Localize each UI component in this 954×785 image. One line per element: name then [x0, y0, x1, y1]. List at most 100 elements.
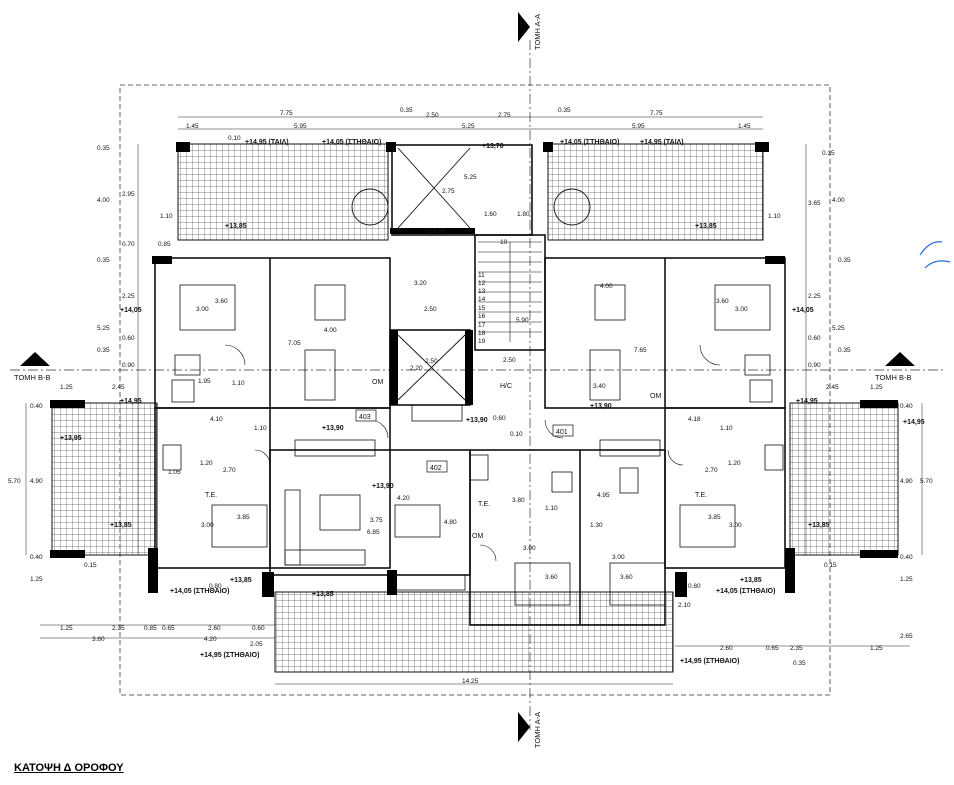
label-te-mid: T.E.	[478, 501, 490, 508]
dim-room-120-right: 1.20	[728, 460, 741, 467]
section-bb-right-label: ΤΟΜΗ Β-Β	[875, 373, 912, 382]
stair-step-numbers: 10 11 12 13 14 15 16 17 18 19	[478, 239, 508, 345]
level-bottom-right: +14,95 (ΣΤΗΘΑΙΟ)	[680, 658, 739, 665]
dim-left-085: 0.85	[158, 241, 171, 248]
dim-room-495: 4.95	[597, 492, 610, 499]
dim-bot-235-left: 2.35	[112, 625, 125, 632]
level-ver-bm-center: +13,85	[312, 591, 334, 598]
label-om-mid: OM	[472, 533, 483, 540]
dim-room-250: 2.50	[424, 306, 437, 313]
dim-room-110c: 1.10	[720, 425, 733, 432]
dim-bb-125-left: 1.25	[60, 384, 73, 391]
dim-bot-125-left: 1.25	[60, 625, 73, 632]
stair-flight	[478, 241, 542, 342]
label-te-right: T.E.	[695, 492, 707, 499]
level-sill-bottom-right: +14,05 (ΣΤΗΘΑΙΟ)	[716, 588, 775, 595]
dim-top-595-right: 5.95	[632, 123, 645, 130]
section-bb-left-mark	[20, 352, 50, 366]
section-aa-top-mark	[518, 12, 530, 42]
dim-bot-235-right: 2.35	[790, 645, 803, 652]
dim-room-400-left: 4.00	[324, 327, 337, 334]
dim-bot-420: 4.20	[204, 636, 217, 643]
dim-room-300-m: 3.00	[523, 545, 536, 552]
dim-top-775-right: 7.75	[650, 110, 663, 117]
dim-left-225: 2.25	[122, 293, 135, 300]
level-corner-left2: +13,95	[60, 435, 82, 442]
dim-top-525: 5.25	[462, 123, 475, 130]
unit-401-label: 401	[556, 429, 568, 436]
level-corner-right: +14,95	[796, 398, 818, 405]
dim-right-060: 0.60	[808, 335, 821, 342]
dim-right-400: 4.00	[832, 197, 845, 204]
dim-room-250c: 2.50	[503, 357, 516, 364]
unit-402-label: 402	[430, 465, 442, 472]
dim-right-365: 3.65	[808, 200, 821, 207]
terrace-bottom	[274, 591, 674, 673]
lift-shafts	[397, 147, 471, 401]
label-te-left: T.E.	[205, 492, 217, 499]
level-sill-left: +14,05 (ΣΤΗΘΑΙΟ)	[322, 139, 381, 146]
level-ver-bm-right: +13,85	[740, 577, 762, 584]
dim-top-275: 2.75	[498, 112, 511, 119]
pen-sketch-mark	[919, 241, 951, 269]
dim-room-220: 2.20	[410, 365, 423, 372]
dim-bot-205: 2.05	[250, 641, 263, 648]
level-floor-403: +13,90	[322, 425, 344, 432]
level-corner-right2: +14,95	[903, 419, 925, 426]
dim-top-145-left: 1.45	[186, 123, 199, 130]
dim-top-775-left: 7.75	[280, 110, 293, 117]
section-aa-bottom-label: ΤΟΜΗ Α-Α	[533, 712, 542, 748]
dim-bot-035: 0.35	[793, 660, 806, 667]
step-18: 18	[478, 330, 486, 337]
dim-room-110d: 1.10	[545, 505, 558, 512]
level-stair-mid: +13,70	[424, 228, 446, 235]
step-16: 16	[478, 313, 486, 320]
label-om-right: OM	[650, 393, 661, 400]
dim-left-060: 0.60	[122, 335, 135, 342]
dim-right-765: 7.65	[634, 347, 647, 354]
dim-bot-265: 2.65	[900, 633, 913, 640]
dim-room-360-left: 3.60	[215, 298, 228, 305]
dim-side-040b-left: 0.40	[30, 554, 43, 561]
dim-bot-065-right: 0.65	[766, 645, 779, 652]
dim-side-040b-right: 0.40	[900, 554, 913, 561]
dim-room-120-left: 1.20	[200, 460, 213, 467]
dim-room-105: 1.05	[168, 469, 181, 476]
unit-402-box	[426, 460, 448, 473]
dim-left-295: 2.95	[122, 191, 135, 198]
dim-side-040-right: 0.40	[900, 403, 913, 410]
dim-room-360-right: 3.60	[716, 298, 729, 305]
dim-room-110a: 1.10	[232, 380, 245, 387]
dim-bot-080-right: 0.80	[688, 583, 701, 590]
dim-bot-085: 0.85	[144, 625, 157, 632]
drawing-caption: ΚΑΤΟΨΗ Δ ΟΡΟΦΟΥ	[14, 762, 124, 774]
dim-bot-060: 0.60	[252, 625, 265, 632]
dim-room-410: 4.10	[210, 416, 223, 423]
dim-mid-160: 1.60	[484, 211, 497, 218]
dim-left-035c: 0.35	[97, 347, 110, 354]
dim-room-300-left: 3.00	[196, 306, 209, 313]
level-ver-right: +13,85	[695, 223, 717, 230]
dim-right-035b: 0.35	[838, 257, 851, 264]
dim-top-035-left: 0.35	[400, 107, 413, 114]
step-17: 17	[478, 322, 486, 329]
dim-side-040-left: 0.40	[30, 403, 43, 410]
dim-mid-525: 5.25	[464, 174, 477, 181]
level-stair-top: +13,70	[482, 143, 504, 150]
dim-side-490-left: 4.90	[30, 478, 43, 485]
dim-top-035-right: 0.35	[558, 107, 571, 114]
dim-bot-015-right: 0.15	[824, 562, 837, 569]
level-ver-left: +13,85	[225, 223, 247, 230]
dim-top-250: 2.50	[426, 112, 439, 119]
dashed-outline	[119, 84, 831, 696]
dim-left-035a: 0.35	[97, 145, 110, 152]
dim-room-130: 1.30	[590, 522, 603, 529]
dim-room-385-right: 3.85	[708, 514, 721, 521]
dim-side-490-right: 4.90	[900, 478, 913, 485]
level-floor-402: +13,90	[466, 417, 488, 424]
dim-room-360-br: 3.60	[620, 574, 633, 581]
level-sill-right: +14,05 (ΣΤΗΘΑΙΟ)	[560, 139, 619, 146]
level-roof-right: +14,95 (ΤΑΙΛ)	[640, 139, 684, 146]
dim-room-195: 1.95	[198, 378, 211, 385]
